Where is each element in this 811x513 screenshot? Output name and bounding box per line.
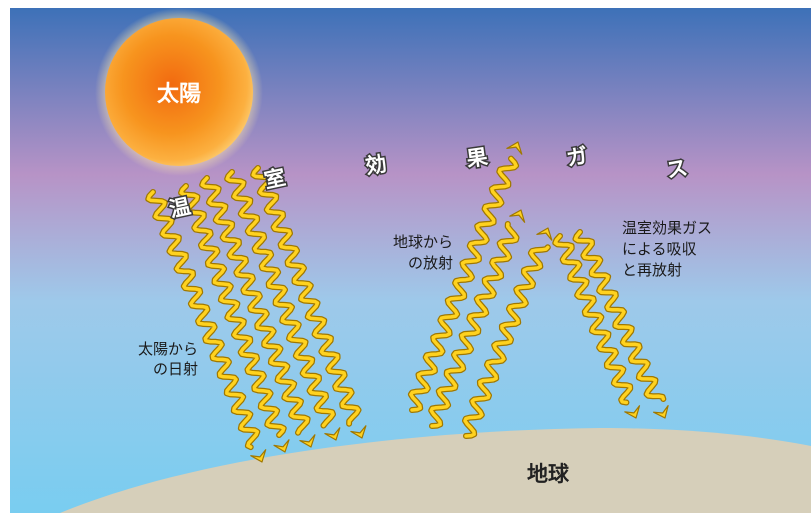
gas-char-5: ガ bbox=[565, 143, 590, 170]
solar-radiation-label: 太陽から の日射 bbox=[138, 340, 198, 378]
earth-label: 地球 bbox=[527, 462, 570, 486]
gas-char-6: ス bbox=[665, 155, 690, 182]
earth: 地球 bbox=[60, 428, 811, 513]
gas-char-1: 温 bbox=[167, 194, 193, 222]
solar-wave-2 bbox=[178, 183, 290, 453]
solar-wave-4 bbox=[224, 169, 341, 441]
gas-absorption-label: 温室効果ガス による吸収 と再放射 bbox=[622, 219, 712, 279]
earth-emission-wave-2 bbox=[428, 209, 526, 429]
solar-wave-5 bbox=[250, 165, 367, 439]
earth-emission-label: 地球から の放射 bbox=[393, 233, 453, 272]
absorb-label-line-1: 温室効果ガス bbox=[622, 219, 712, 237]
gas-char-4: 果 bbox=[465, 145, 489, 172]
solar-wave-3 bbox=[199, 175, 316, 448]
absorb-label-line-3: と再放射 bbox=[622, 261, 682, 279]
emission-label-line-2: の放射 bbox=[408, 254, 453, 272]
solar-wave-1 bbox=[145, 189, 267, 463]
solar-label-line-1: 太陽から bbox=[138, 340, 198, 358]
absorb-label-line-2: による吸収 bbox=[622, 240, 697, 258]
earth-emission-wave-1 bbox=[407, 141, 523, 413]
earth-emission-wave-3 bbox=[462, 227, 553, 439]
reemission-wave-1 bbox=[552, 233, 641, 419]
gas-char-2: 室 bbox=[262, 165, 288, 193]
reemission-wave-2 bbox=[572, 229, 669, 419]
sun-label: 太陽 bbox=[157, 82, 201, 107]
greenhouse-gas-label: 温 室 効 果 ガ ス bbox=[166, 142, 691, 224]
solar-label-line-2: の日射 bbox=[153, 360, 198, 378]
emission-label-line-1: 地球から bbox=[393, 233, 453, 251]
sun: 太陽 bbox=[95, 8, 263, 176]
gas-char-3: 効 bbox=[364, 151, 389, 178]
radiation-waves bbox=[145, 141, 669, 463]
